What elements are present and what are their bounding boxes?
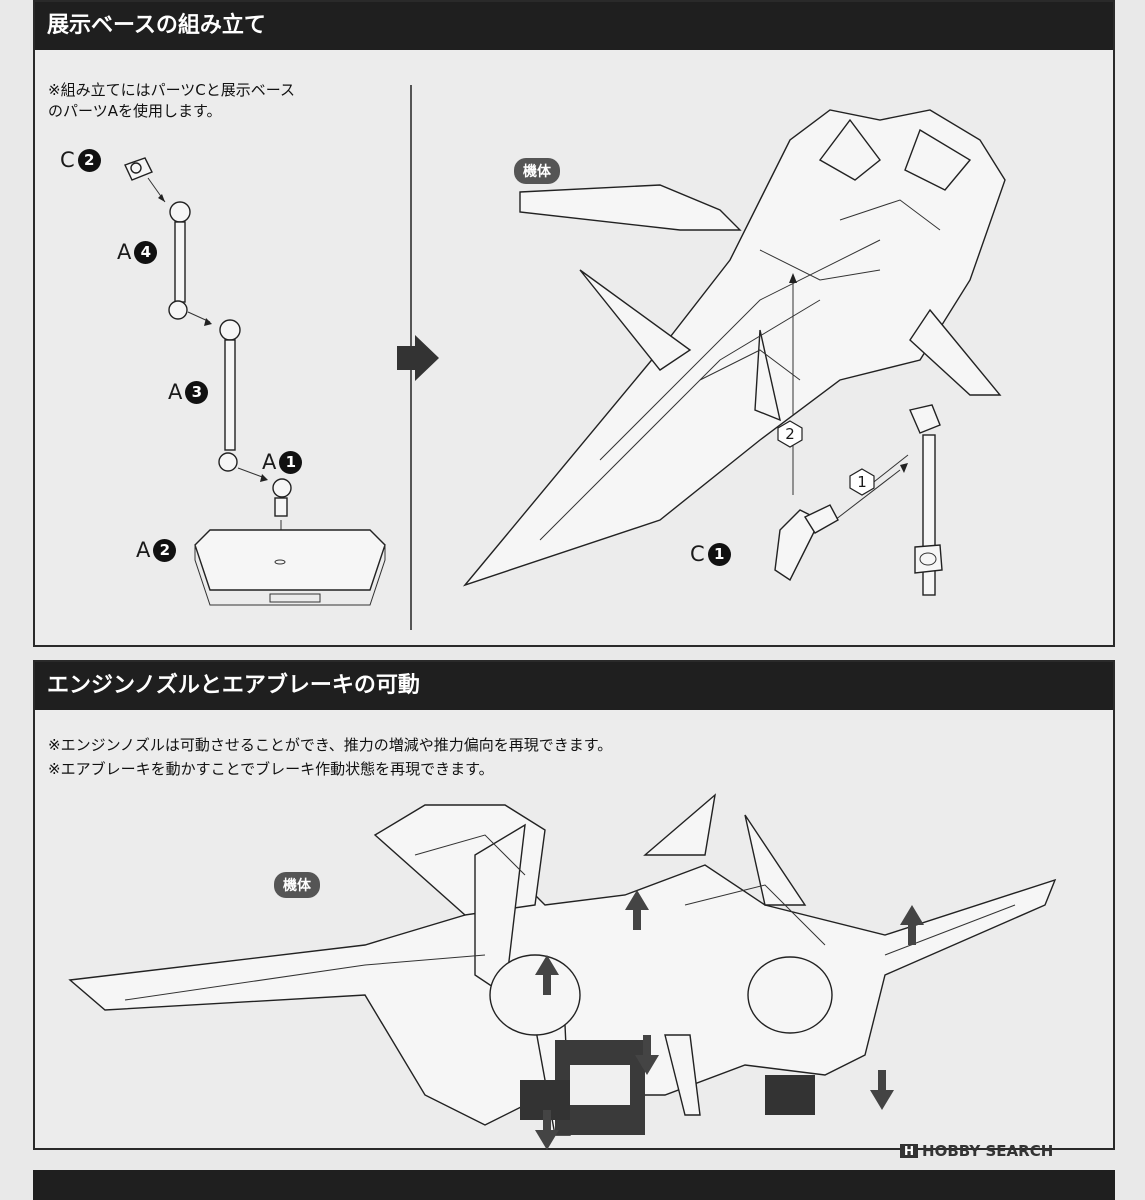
airbrake-note: ※エアブレーキを動かすことでブレーキ作動状態を再現できます。 (48, 760, 494, 778)
nozzle-note: ※エンジンノズルは可動させることができ、推力の増減や推力偏向を再現できます。 (48, 736, 613, 754)
part-number: 2 (153, 538, 177, 562)
step-number: 1 (857, 473, 867, 491)
label-a3: A 3 (168, 380, 209, 404)
next-section-header (33, 1170, 1115, 1200)
rotate-arrow-icon (535, 890, 924, 1150)
body-tag: 機体 (274, 872, 320, 898)
part-letter: C (60, 148, 75, 172)
aircraft-rear-icon (68, 793, 1057, 1136)
label-c1: C 1 (690, 542, 731, 566)
stand-assembly-drawing (124, 157, 386, 606)
aircraft-icon (462, 109, 1006, 587)
label-a4: A 4 (117, 240, 158, 264)
stand-connection-drawing (774, 273, 943, 596)
part-number: 2 (77, 148, 101, 172)
step-arrow-icon (397, 335, 439, 381)
section-title: エンジンノズルとエアブレーキの可動 (35, 662, 1113, 710)
part-letter: A (262, 450, 277, 474)
part-letter: C (690, 542, 705, 566)
part-number: 1 (707, 542, 731, 566)
part-letter: A (117, 240, 132, 264)
label-a2: A 2 (136, 538, 177, 562)
part-number: 4 (134, 240, 158, 264)
step-1-marker: 1 (848, 468, 876, 496)
part-number: 3 (185, 380, 209, 404)
watermark-text: HOBBY SEARCH (922, 1142, 1054, 1160)
watermark-logo: H (900, 1144, 919, 1158)
label-a1: A 1 (262, 450, 303, 474)
assembly-note: ※組み立てにはパーツCと展示ベース のパーツAを使用します。 (48, 81, 295, 120)
step-2-marker: 2 (776, 420, 804, 448)
part-letter: A (136, 538, 151, 562)
hobby-search-watermark: H HOBBY SEARCH (900, 1142, 1053, 1160)
label-c2: C 2 (60, 148, 101, 172)
section-title: 展示ベースの組み立て (35, 2, 1113, 50)
part-letter: A (168, 380, 183, 404)
part-number: 1 (279, 450, 303, 474)
step-number: 2 (785, 425, 795, 443)
body-tag: 機体 (514, 158, 560, 184)
